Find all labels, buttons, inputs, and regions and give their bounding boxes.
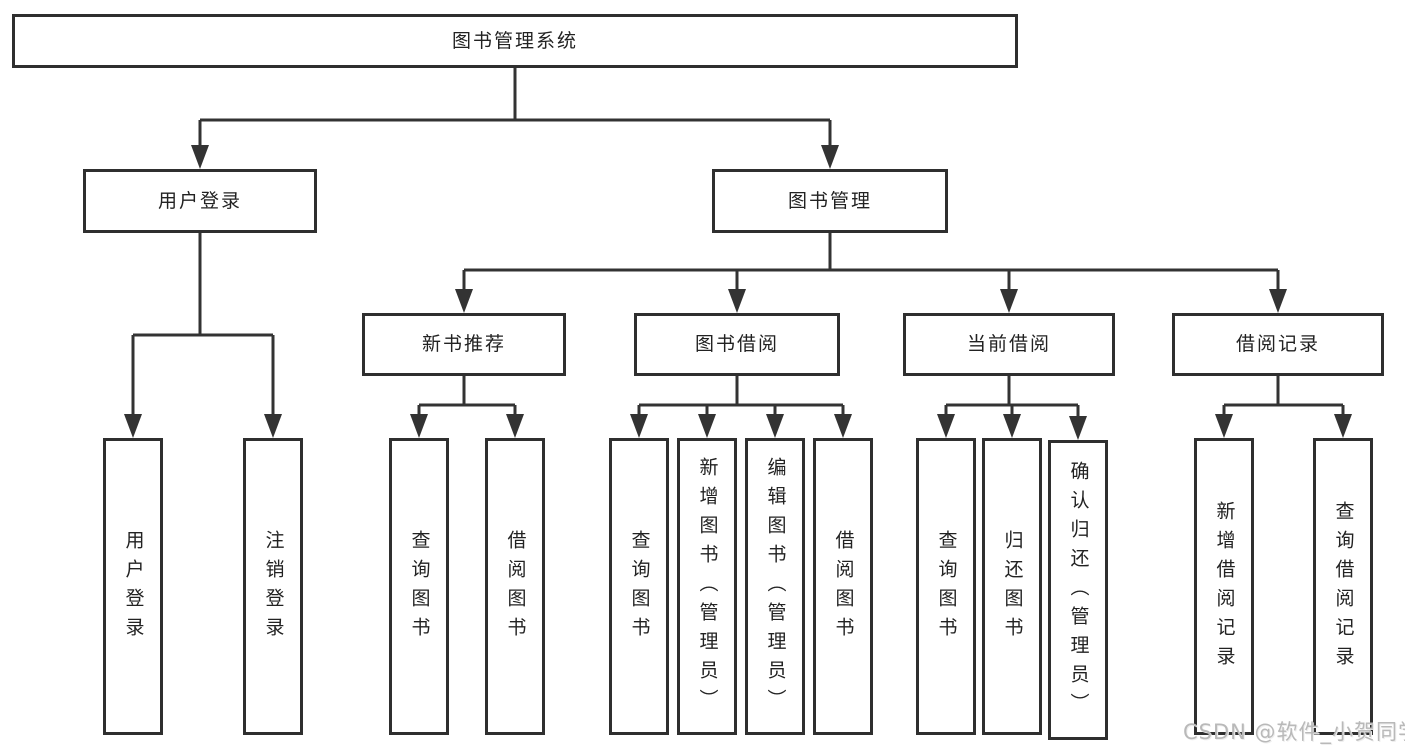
leaf-borrow-books-1: 借阅图书 — [485, 438, 545, 735]
leaf-user-login: 用户登录 — [103, 438, 163, 735]
leaf-query-books-1: 查询图书 — [389, 438, 449, 735]
node-root-library-system: 图书管理系统 — [12, 14, 1018, 68]
csdn-watermark: CSDN @软件_小贺同学 — [1183, 720, 1405, 744]
node-new-book-recommend: 新书推荐 — [362, 313, 566, 376]
node-current-borrowing: 当前借阅 — [903, 313, 1115, 376]
leaf-query-books-3: 查询图书 — [916, 438, 976, 735]
node-user-login-branch: 用户登录 — [83, 169, 317, 233]
node-book-management: 图书管理 — [712, 169, 948, 233]
arrowhead-icons — [124, 145, 1352, 440]
leaf-logout: 注销登录 — [243, 438, 303, 735]
leaf-return-books: 归还图书 — [982, 438, 1042, 735]
leaf-add-borrow-record: 新增借阅记录 — [1194, 438, 1254, 735]
node-borrowing-records: 借阅记录 — [1172, 313, 1384, 376]
leaf-add-books-admin: 新增图书（管理员） — [677, 438, 737, 735]
leaf-confirm-return-admin: 确认归还（管理员） — [1048, 440, 1108, 740]
leaf-edit-books-admin: 编辑图书（管理员） — [745, 438, 805, 735]
leaf-query-borrow-record: 查询借阅记录 — [1313, 438, 1373, 735]
node-book-borrowing: 图书借阅 — [634, 313, 840, 376]
leaf-query-books-2: 查询图书 — [609, 438, 669, 735]
leaf-borrow-books-2: 借阅图书 — [813, 438, 873, 735]
